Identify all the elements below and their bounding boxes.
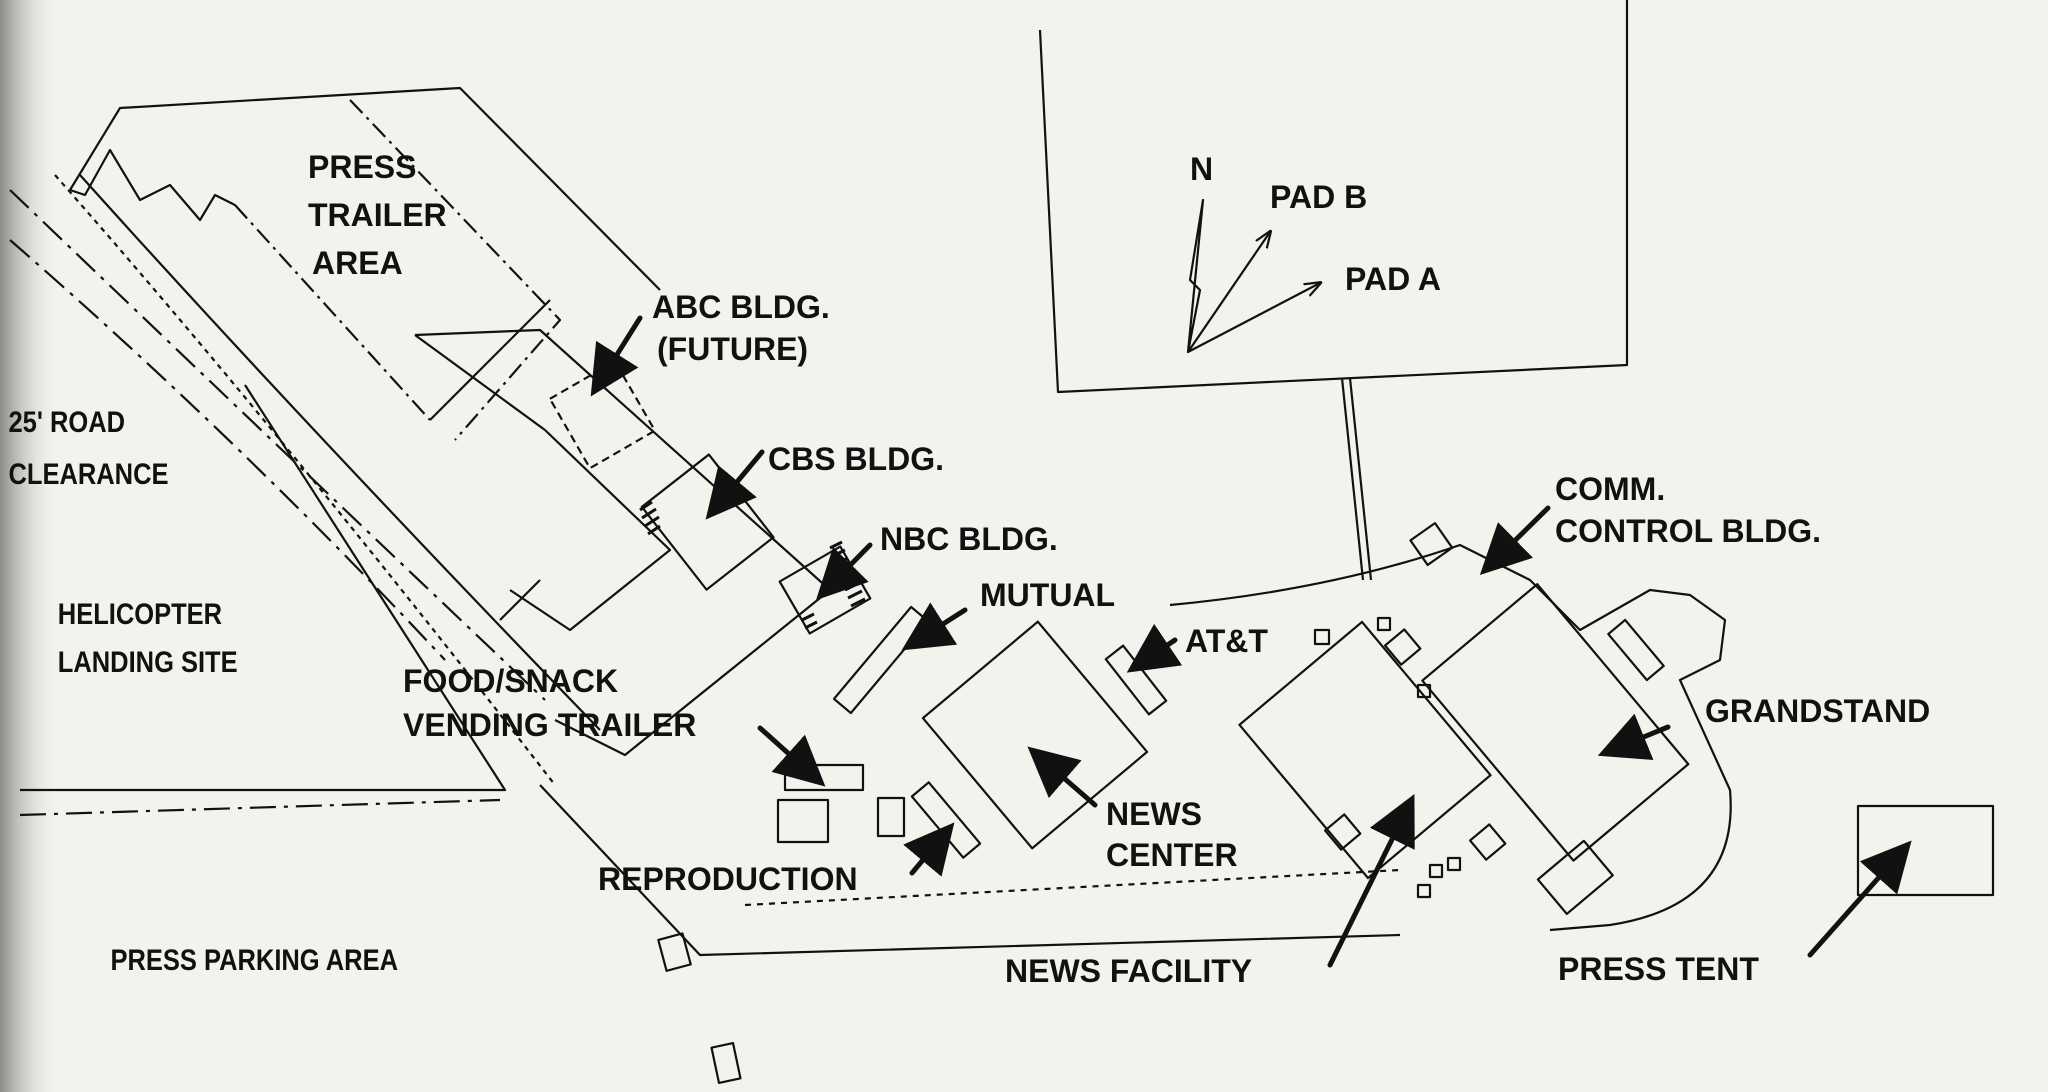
- label-press-tent: PRESS TENT: [1558, 951, 1759, 987]
- box-c: [1383, 628, 1422, 666]
- small-building-4: [710, 1042, 742, 1084]
- small-building-5: [1607, 618, 1665, 682]
- north-arrow-icon: [1186, 198, 1320, 354]
- news-facility-building: [1238, 620, 1492, 880]
- press-tent-building: [1856, 804, 1995, 897]
- box-i: [1416, 883, 1432, 899]
- label-north: N: [1190, 151, 1213, 187]
- label-abc-line1: ABC BLDG.: [652, 289, 830, 325]
- label-att: AT&T: [1185, 623, 1268, 659]
- label-news-center-line2: CENTER: [1106, 837, 1238, 873]
- cbs-hatch: [639, 500, 661, 536]
- label-road-line1: 25' ROAD: [9, 405, 126, 438]
- label-comm-line2: CONTROL BLDG.: [1555, 513, 1821, 549]
- small-building-6: [1536, 839, 1614, 916]
- box-e: [1323, 813, 1362, 851]
- label-grandstand: GRANDSTAND: [1705, 693, 1930, 729]
- box-f: [1468, 823, 1507, 861]
- label-comm-line1: COMM.: [1555, 471, 1665, 507]
- label-pad-b: PAD B: [1270, 179, 1367, 215]
- label-nbc: NBC BLDG.: [880, 521, 1058, 557]
- box-a: [1313, 628, 1331, 646]
- label-press-parking: PRESS PARKING AREA: [111, 943, 398, 976]
- binding-shadow: [0, 0, 60, 1092]
- label-heli-line1: HELICOPTER: [58, 597, 222, 630]
- label-abc-line2: (FUTURE): [657, 331, 808, 367]
- label-press-trailer-line1: PRESS: [308, 149, 416, 185]
- pad-connector: [1340, 377, 1373, 581]
- press-trailer-area-outline: [69, 86, 661, 441]
- news-facility-compound: [1169, 543, 1732, 932]
- box-b: [1376, 616, 1392, 632]
- label-press-trailer-line2: TRAILER: [308, 197, 447, 233]
- arrow-icon: [590, 315, 1912, 968]
- label-food-line1: FOOD/SNACK: [403, 663, 618, 699]
- box-g: [1428, 863, 1444, 879]
- road-clearance-lines: [9, 174, 1401, 957]
- label-press-trailer-line3: AREA: [312, 245, 403, 281]
- label-reproduction: REPRODUCTION: [598, 861, 858, 897]
- label-heli-line2: LANDING SITE: [58, 645, 238, 678]
- box-h: [1446, 856, 1462, 872]
- att-building: [1104, 644, 1168, 716]
- label-news-facility: NEWS FACILITY: [1005, 953, 1252, 989]
- label-mutual: MUTUAL: [980, 577, 1115, 613]
- comm-control-building: [1409, 522, 1454, 567]
- label-cbs: CBS BLDG.: [768, 441, 944, 477]
- label-food-line2: VENDING TRAILER: [403, 707, 696, 743]
- label-pad-a: PAD A: [1345, 261, 1441, 297]
- small-building-1: [776, 798, 830, 844]
- label-road-line2: CLEARANCE: [9, 457, 169, 490]
- grandstand-building: [1421, 583, 1690, 862]
- small-building-3: [657, 932, 692, 972]
- small-building-2: [876, 796, 906, 838]
- box-d: [1416, 683, 1432, 699]
- label-news-center-line1: NEWS: [1106, 796, 1202, 832]
